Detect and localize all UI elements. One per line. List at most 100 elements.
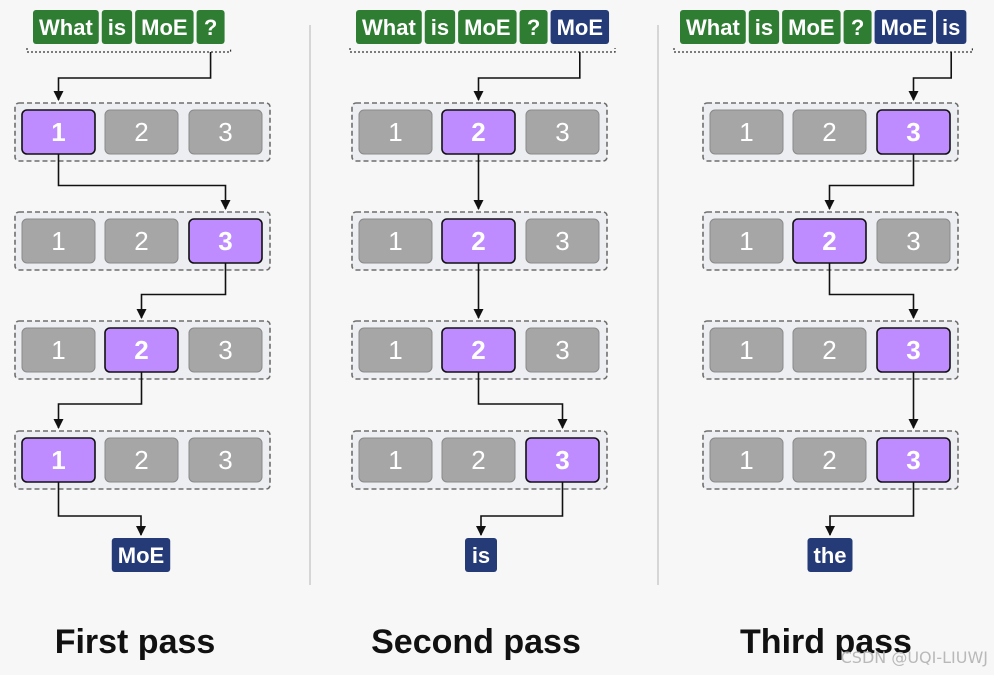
expert-number: 1	[388, 445, 402, 475]
expert-number: 2	[134, 226, 148, 256]
expert	[358, 327, 433, 373]
output-token-chip	[465, 538, 497, 572]
token-label: MoE	[464, 15, 510, 40]
token-label: What	[39, 15, 93, 40]
expert	[358, 109, 433, 155]
context-bracket	[673, 48, 973, 53]
route-arrow	[53, 372, 143, 429]
input-token-chip	[680, 10, 746, 44]
expert	[792, 327, 867, 373]
expert-number: 1	[739, 226, 753, 256]
moe-layer-3: 1 2 3	[702, 320, 959, 380]
expert-number: 3	[906, 117, 920, 147]
token-label: is	[108, 15, 126, 40]
token-label: is	[755, 15, 773, 40]
output-token-chip	[111, 538, 171, 572]
expert-number: 3	[218, 335, 232, 365]
input-token-chip	[101, 10, 133, 44]
moe-layer-4: 1 2 3	[14, 430, 271, 490]
token-label: What	[686, 15, 740, 40]
expert-number: 3	[906, 335, 920, 365]
expert-number: 1	[388, 117, 402, 147]
expert-number: 1	[51, 226, 65, 256]
expert-number: 1	[739, 445, 753, 475]
input-token-chip	[196, 10, 225, 44]
expert-number: 1	[388, 335, 402, 365]
expert	[709, 218, 784, 264]
expert	[525, 327, 600, 373]
route-arrow	[908, 52, 953, 101]
input-token-chip	[135, 10, 194, 44]
expert-number: 2	[134, 335, 148, 365]
route-arrow	[53, 52, 212, 101]
route-arrow	[477, 372, 568, 429]
expert-number: 2	[471, 445, 485, 475]
output-token-label: is	[472, 543, 490, 568]
moe-layer-2: 1 2 3	[14, 211, 271, 271]
output-token-chip	[807, 538, 853, 572]
expert	[104, 218, 179, 264]
expert-number: 1	[739, 335, 753, 365]
expert	[104, 437, 179, 483]
expert-number: 1	[51, 445, 65, 475]
generated-token-chip	[874, 10, 934, 44]
expert-number: 3	[555, 226, 569, 256]
expert-number: 2	[134, 445, 148, 475]
token-label: is	[431, 15, 449, 40]
token-label: is	[942, 15, 960, 40]
input-token-chip	[458, 10, 517, 44]
expert	[792, 437, 867, 483]
expert	[21, 218, 96, 264]
route-arrow	[57, 154, 231, 210]
expert	[792, 109, 867, 155]
output-token-label: MoE	[118, 543, 164, 568]
expert-number: 3	[906, 445, 920, 475]
expert-number: 3	[218, 117, 232, 147]
pass-title: Third pass	[740, 623, 912, 661]
expert-number: 3	[555, 335, 569, 365]
token-label: MoE	[881, 15, 927, 40]
expert-number: 2	[822, 117, 836, 147]
pass-title: First pass	[55, 623, 216, 661]
watermark-text: CSDN @UQI-LIUWJ	[841, 648, 988, 667]
expert	[188, 327, 263, 373]
expert	[188, 437, 263, 483]
expert-number: 3	[218, 226, 232, 256]
input-token-chip	[356, 10, 422, 44]
input-token-chip	[748, 10, 780, 44]
token-label: MoE	[557, 15, 603, 40]
route-arrow	[136, 263, 227, 319]
input-token-chip	[33, 10, 99, 44]
context-bracket	[26, 48, 232, 53]
route-arrow	[828, 263, 919, 319]
expert-number: 3	[555, 117, 569, 147]
expert-number: 2	[471, 226, 485, 256]
expert	[876, 218, 951, 264]
expert	[709, 109, 784, 155]
expert	[188, 109, 263, 155]
expert-number: 3	[218, 445, 232, 475]
expert-number: 1	[739, 117, 753, 147]
expert	[441, 437, 516, 483]
token-label: ?	[204, 15, 217, 40]
output-arrow	[825, 482, 915, 536]
expert	[358, 218, 433, 264]
pass-title: Second pass	[371, 623, 581, 661]
route-arrow	[473, 52, 581, 101]
moe-layer-1: 1 2 3	[702, 102, 959, 162]
expert-number: 3	[906, 226, 920, 256]
expert-number: 2	[822, 335, 836, 365]
